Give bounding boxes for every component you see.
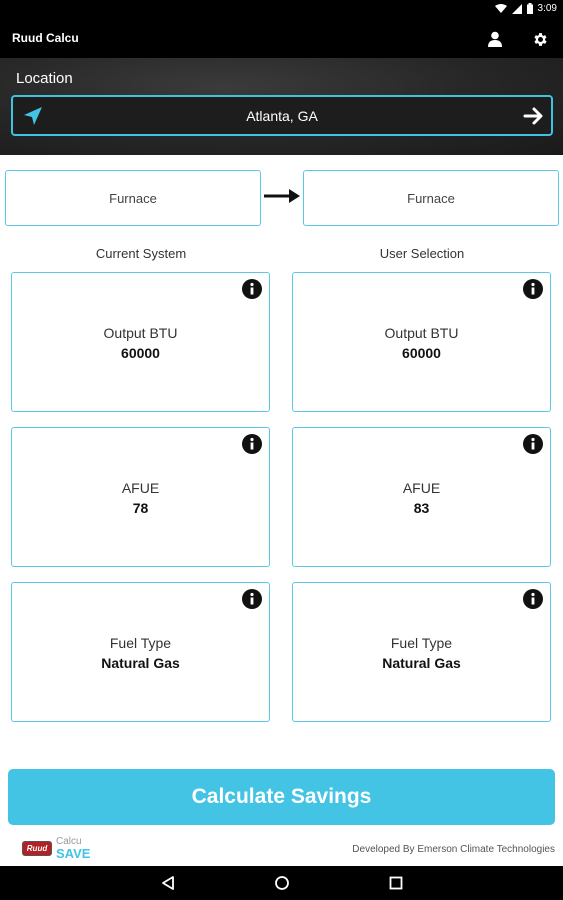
logo-save-text: SAVE [56, 846, 91, 861]
ruud-badge: Ruud [22, 841, 52, 856]
arrow-right-icon[interactable] [523, 105, 545, 127]
home-icon[interactable] [274, 875, 290, 891]
developer-credit: Developed By Emerson Climate Technologie… [352, 844, 555, 855]
selected-afue-card[interactable]: AFUE 83 [292, 427, 551, 567]
current-system-selector[interactable]: Furnace [5, 170, 261, 226]
calculate-savings-button[interactable]: Calculate Savings [8, 769, 555, 825]
location-panel: Location Atlanta, GA [0, 58, 563, 155]
current-fuel-type-card[interactable]: Fuel Type Natural Gas [11, 582, 270, 722]
card-label: Fuel Type [390, 635, 453, 651]
logo-calcu-text: Calcu [56, 836, 82, 847]
card-value: 60000 [121, 345, 160, 361]
status-icons: 3:09 [494, 3, 557, 14]
arrow-right-icon [264, 189, 300, 203]
current-system-heading: Current System [95, 246, 187, 261]
card-value: 83 [413, 500, 430, 516]
wifi-icon [494, 3, 507, 13]
card-label: Output BTU [103, 325, 178, 341]
status-time: 3:09 [537, 3, 557, 14]
app-bar: Ruud Calcu [0, 20, 563, 58]
card-label: Output BTU [384, 325, 459, 341]
selected-system-selector[interactable]: Furnace [303, 170, 559, 226]
info-icon[interactable] [242, 434, 262, 454]
current-output-btu-card[interactable]: Output BTU 60000 [11, 272, 270, 412]
user-selection-heading: User Selection [379, 246, 465, 261]
info-icon[interactable] [242, 279, 262, 299]
card-value: 60000 [402, 345, 441, 361]
system-nav-bar [0, 866, 563, 900]
card-label: Fuel Type [109, 635, 172, 651]
app-title: Ruud Calcu [12, 31, 79, 45]
back-icon[interactable] [160, 875, 176, 891]
info-icon[interactable] [523, 434, 543, 454]
card-label: AFUE [402, 480, 441, 496]
location-label: Location [16, 70, 73, 87]
recents-icon[interactable] [388, 875, 404, 891]
location-value: Atlanta, GA [246, 108, 318, 124]
signal-icon [511, 3, 522, 14]
card-value: 78 [132, 500, 149, 516]
selected-fuel-type-card[interactable]: Fuel Type Natural Gas [292, 582, 551, 722]
user-icon [488, 31, 502, 47]
location-selector[interactable]: Atlanta, GA [11, 95, 553, 136]
info-icon[interactable] [242, 589, 262, 609]
status-bar: 3:09 [0, 0, 563, 20]
gear-icon [533, 32, 547, 46]
profile-button[interactable] [483, 27, 507, 51]
card-value: Natural Gas [101, 655, 180, 671]
info-icon[interactable] [523, 589, 543, 609]
navigation-icon [24, 107, 42, 125]
battery-icon [526, 3, 533, 14]
ruud-calcusave-logo: Ruud Calcu SAVE [22, 835, 102, 863]
info-icon[interactable] [523, 279, 543, 299]
selected-output-btu-card[interactable]: Output BTU 60000 [292, 272, 551, 412]
settings-button[interactable] [528, 27, 552, 51]
card-label: AFUE [121, 480, 160, 496]
card-value: Natural Gas [382, 655, 461, 671]
current-afue-card[interactable]: AFUE 78 [11, 427, 270, 567]
